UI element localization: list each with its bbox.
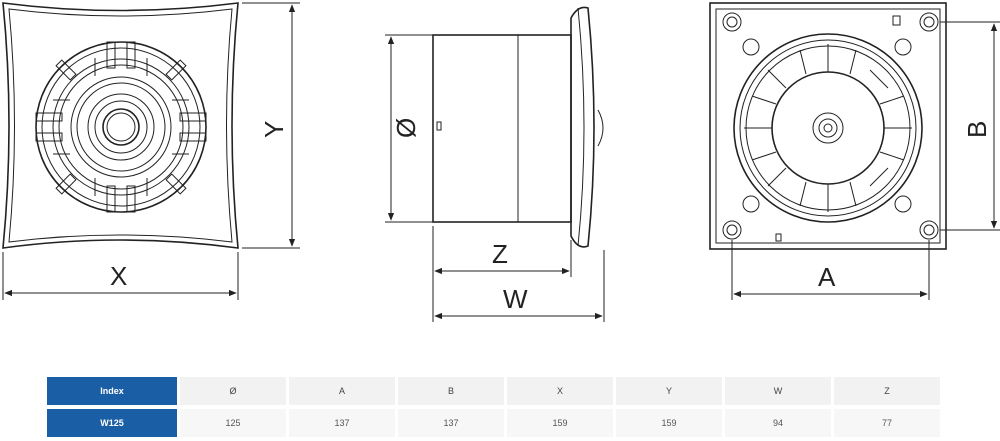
- table-value-a: 137: [289, 409, 395, 437]
- table-value-z: 77: [834, 409, 940, 437]
- table-col-a: A: [289, 377, 395, 405]
- spec-table: Index Ø A B X Y W Z W125 125 137 137 159…: [44, 373, 943, 441]
- dim-z-label: Z: [492, 239, 508, 269]
- table-value-w: 94: [725, 409, 831, 437]
- table-header-row: Index Ø A B X Y W Z: [47, 377, 940, 405]
- table-col-x: X: [507, 377, 613, 405]
- dim-y-label: Y: [259, 121, 289, 138]
- front-view: X Y: [2, 2, 300, 300]
- dim-w-label: W: [503, 284, 528, 314]
- table-value-diameter: 125: [180, 409, 286, 437]
- dim-b-label: B: [962, 121, 992, 138]
- table-row: W125 125 137 137 159 159 94 77: [47, 409, 940, 437]
- table-value-y: 159: [616, 409, 722, 437]
- dim-x-label: X: [110, 261, 127, 291]
- table-col-w: W: [725, 377, 831, 405]
- dim-a-label: A: [818, 262, 836, 292]
- table-col-y: Y: [616, 377, 722, 405]
- table-col-z: Z: [834, 377, 940, 405]
- technical-drawing: X Y Ø Z W: [2, 2, 1000, 322]
- table-value-b: 137: [398, 409, 504, 437]
- rear-view: A B: [709, 2, 1000, 300]
- table-col-b: B: [398, 377, 504, 405]
- table-index-header: Index: [47, 377, 177, 405]
- side-view: Ø Z W: [385, 6, 605, 322]
- table-col-diameter: Ø: [180, 377, 286, 405]
- table-value-x: 159: [507, 409, 613, 437]
- dim-diameter-label: Ø: [391, 118, 421, 138]
- table-model-cell: W125: [47, 409, 177, 437]
